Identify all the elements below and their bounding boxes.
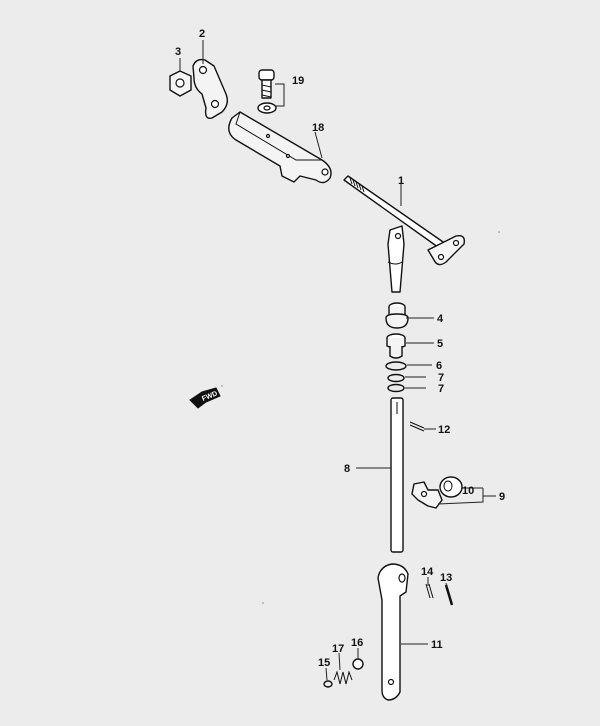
part-10-roller — [439, 476, 463, 498]
part-19-bolt — [257, 69, 277, 114]
part-2-bracket — [192, 58, 229, 119]
label-18: 18 — [312, 122, 324, 134]
speck — [221, 385, 223, 387]
label-19: 19 — [292, 75, 304, 87]
label-5: 5 — [437, 338, 443, 350]
leader-lines — [179, 40, 496, 681]
label-15: 15 — [318, 657, 330, 669]
label-14: 14 — [421, 566, 434, 578]
speck — [262, 602, 264, 604]
label-2: 2 — [199, 28, 205, 40]
part-16-ball — [352, 658, 364, 670]
label-11: 11 — [431, 639, 443, 651]
label-17: 17 — [332, 643, 344, 655]
label-9: 9 — [499, 491, 505, 503]
label-13: 13 — [440, 572, 452, 584]
part-7-ring-lower — [387, 383, 405, 393]
part-12-pin — [409, 421, 425, 432]
label-8: 8 — [344, 463, 350, 475]
part-4-bushing — [385, 302, 409, 329]
part-3-nut — [169, 70, 192, 97]
part-labels: 2 3 19 18 1 4 5 6 7 7 12 8 10 9 14 13 11… — [175, 28, 505, 669]
part-5-seal — [386, 333, 406, 359]
label-12: 12 — [438, 424, 450, 436]
label-7-lower: 7 — [438, 383, 444, 395]
label-7-upper: 7 — [438, 372, 444, 384]
part-1-shift-rod — [343, 175, 466, 293]
part-8-shaft — [390, 397, 404, 553]
part-18-lever — [228, 111, 332, 184]
speck — [498, 231, 500, 233]
fwd-arrow-icon: FWD — [189, 387, 221, 409]
label-6: 6 — [436, 360, 442, 372]
part-6-o-ring — [385, 361, 407, 371]
label-1: 1 — [398, 175, 404, 187]
label-16: 16 — [351, 637, 363, 649]
part-7-ring-upper — [387, 373, 405, 383]
label-10: 10 — [462, 485, 474, 497]
part-15-ring — [323, 680, 333, 688]
part-14-pin — [425, 583, 434, 599]
part-11-lower-rod — [377, 563, 409, 701]
label-3: 3 — [175, 46, 181, 58]
part-17-spring — [333, 670, 353, 685]
part-13-pin — [444, 584, 454, 606]
label-4: 4 — [437, 313, 444, 325]
